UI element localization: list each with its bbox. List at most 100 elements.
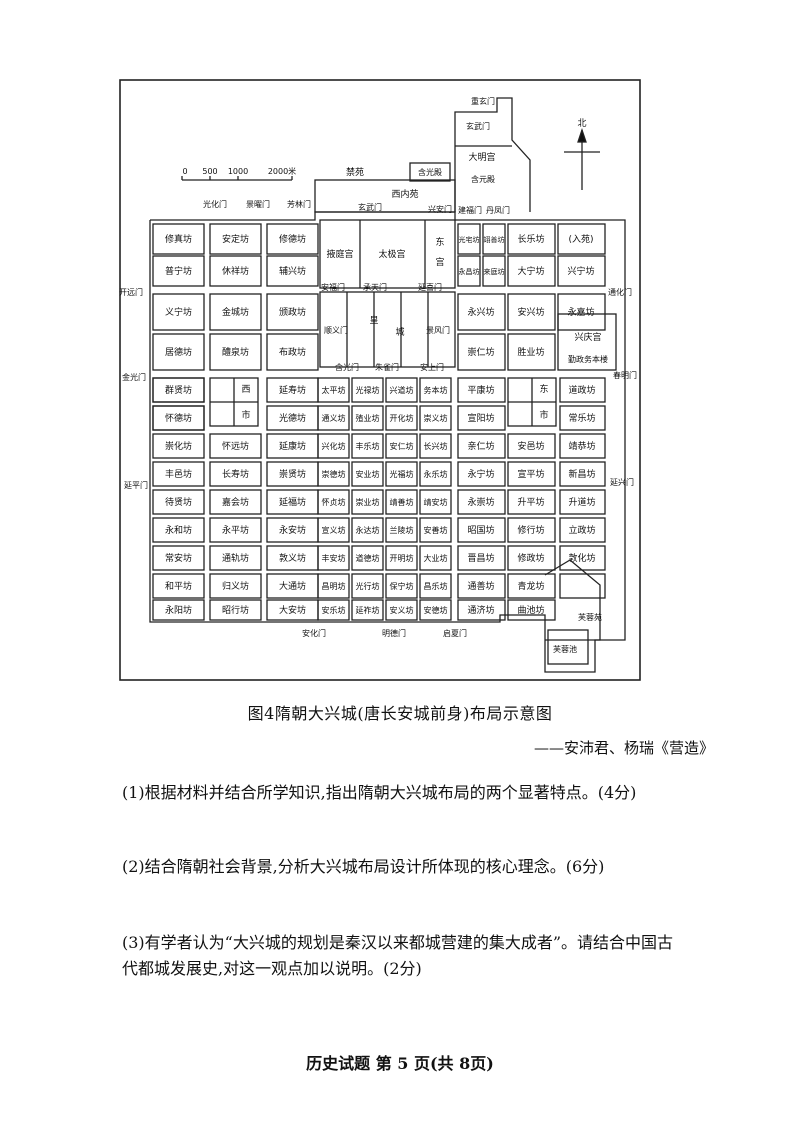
west-ward-label: 辅兴坊 [279, 265, 306, 277]
east-ward-label: 胜业坊 [517, 346, 544, 358]
east-ward [457, 517, 506, 543]
palace-label: 皇 [369, 314, 378, 326]
west-ward [152, 223, 205, 255]
east-ward [457, 545, 506, 571]
central-ward [317, 517, 350, 543]
gate-label: 景曜门 [246, 199, 270, 209]
page-footer: 历史试题 第 5 页(共 8页) [306, 1054, 494, 1073]
east-ward [482, 255, 506, 287]
scale-label: 2000米 [268, 166, 296, 176]
central-ward [351, 517, 384, 543]
gate-label: 承天门 [363, 282, 387, 292]
gate-label: 重玄门 [471, 96, 495, 106]
east-ward-label: 立政坊 [568, 524, 595, 536]
west-ward-label: 群贤坊 [165, 384, 192, 396]
market-label: 市 [539, 409, 548, 421]
west-ward [152, 461, 205, 487]
east-ward [507, 599, 556, 621]
north-arrow-icon [577, 127, 587, 143]
west-ward-label: 崇化坊 [165, 440, 192, 452]
central-ward-label: 兴道坊 [390, 385, 414, 395]
west-ward [209, 223, 262, 255]
scale-label: 500 [202, 167, 217, 176]
east-ward [507, 573, 556, 599]
east-ward-label: 安兴坊 [517, 306, 544, 318]
question-1: (1)根据材料并结合所学知识,指出隋朝大兴城布局的两个显著特点。(4分) [122, 783, 637, 802]
central-ward [385, 433, 418, 459]
central-ward-label: 道德坊 [356, 553, 380, 563]
gate-label: 开远门 [119, 287, 143, 297]
gate-label: 玄武门 [358, 202, 382, 212]
imperial-city [319, 291, 456, 368]
gate-label: 兴安门 [428, 204, 452, 214]
north-label: 北 [577, 118, 586, 129]
west-ward-label: 布政坊 [279, 346, 306, 358]
east-ward-label: 光宅坊 [459, 235, 480, 244]
east-ward [559, 489, 606, 515]
west-ward-label: 和平坊 [165, 580, 192, 592]
east-ward [457, 573, 506, 599]
central-ward-label: 开化坊 [390, 413, 414, 423]
market-label: 市 [241, 409, 250, 421]
furong-chi-label: 芙蓉池 [553, 644, 577, 654]
west-ward [152, 433, 205, 459]
palace-city [319, 219, 456, 289]
east-ward [559, 573, 606, 599]
gate-label: 春明门 [613, 370, 637, 380]
central-ward-label: 延祚坊 [356, 605, 380, 615]
central-ward-label: 靖善坊 [390, 497, 414, 507]
east-ward-label: (入苑) [568, 233, 593, 245]
central-ward-label: 安仁坊 [390, 441, 414, 451]
xingqing-palace [557, 313, 617, 371]
east-ward-label: 敦化坊 [568, 552, 595, 564]
central-ward-label: 安善坊 [424, 525, 448, 535]
central-ward [419, 517, 452, 543]
central-ward-label: 永达坊 [356, 525, 380, 535]
east-ward [457, 433, 506, 459]
west-ward-label: 永阳坊 [165, 604, 192, 616]
west-ward [209, 255, 262, 287]
central-ward-label: 崇德坊 [322, 469, 346, 479]
east-ward-label: 亲仁坊 [467, 440, 494, 452]
east-ward-label: 永崇坊 [467, 496, 494, 508]
east-ward [557, 293, 606, 331]
west-ward-label: 光德坊 [279, 412, 306, 424]
east-ward-label: 兴宁坊 [567, 265, 594, 277]
east-ward [507, 461, 556, 487]
gate-label: 安化门 [302, 628, 326, 638]
palace-label: 勤政务本楼 [568, 354, 608, 364]
east-ward [457, 333, 506, 371]
central-ward [385, 517, 418, 543]
west-ward-label: 大安坊 [279, 604, 306, 616]
scale-label: 0 [182, 167, 187, 176]
market-label: 东 [539, 383, 548, 395]
east-ward [507, 293, 556, 331]
east-ward-label: 永兴坊 [467, 306, 494, 318]
east-ward-label: 通善坊 [467, 580, 494, 592]
east-ward [559, 517, 606, 543]
gate-label: 通化门 [608, 287, 632, 297]
west-ward [152, 489, 205, 515]
east-ward [559, 461, 606, 487]
central-ward [419, 405, 452, 431]
gate-label: 安上门 [420, 362, 444, 372]
palace-label: 掖庭宫 [326, 248, 353, 260]
east-ward [482, 223, 506, 255]
central-ward-label: 光福坊 [390, 469, 414, 479]
west-ward-label: 通轨坊 [222, 552, 249, 564]
east-ward-label: 修政坊 [517, 552, 544, 564]
west-ward-label: 丰邑坊 [165, 468, 192, 480]
furong-yuan-label: 芙蓉苑 [578, 612, 602, 622]
west-ward [209, 599, 262, 621]
figure-caption: 图4隋朝大兴城(唐长安城前身)布局示意图 [247, 704, 553, 723]
west-ward [209, 545, 262, 571]
gate-label: 建福门 [458, 205, 482, 215]
east-ward-label: 大宁坊 [517, 265, 544, 277]
central-ward-label: 大业坊 [424, 553, 448, 563]
central-ward [317, 599, 350, 621]
west-ward-label: 待贤坊 [165, 496, 192, 508]
west-ward [152, 599, 205, 621]
east-ward [559, 377, 606, 403]
central-ward [351, 377, 384, 403]
